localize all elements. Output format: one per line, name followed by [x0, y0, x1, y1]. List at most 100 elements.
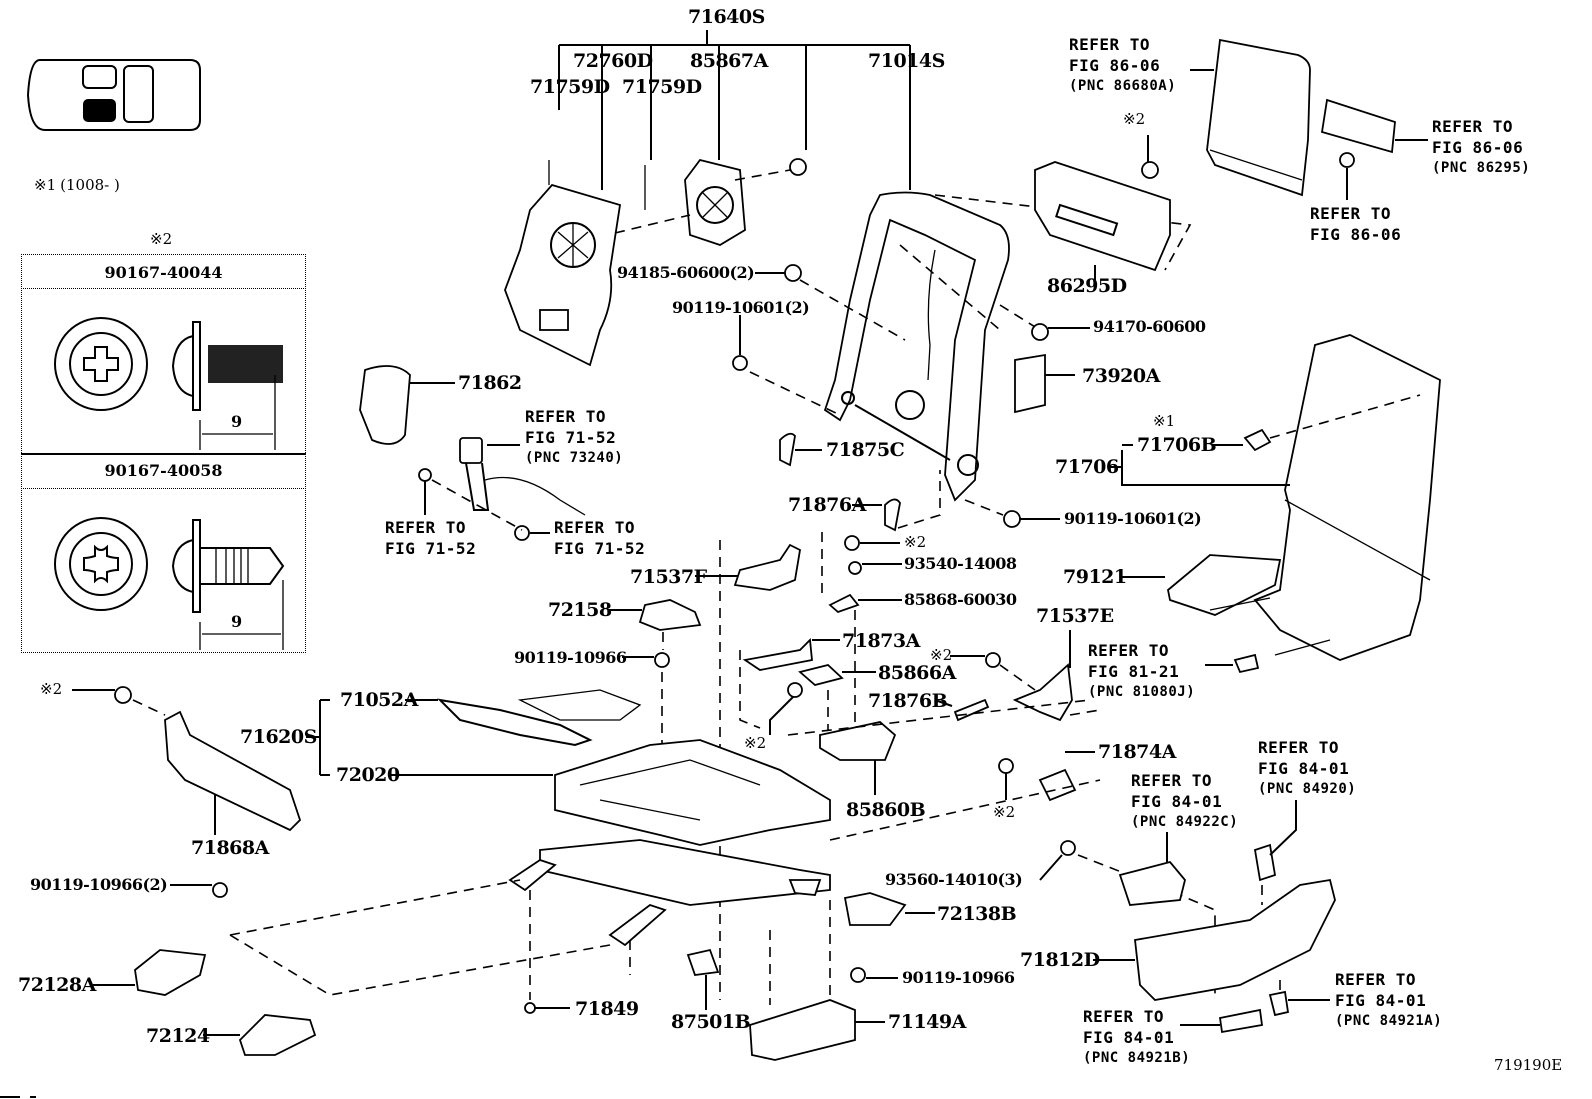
part-label-72760D[interactable]: 72760D	[573, 50, 653, 72]
dashed-guide	[999, 664, 1101, 716]
refer-to-73240[interactable]: REFER TO FIG 71-52 (PNC 73240)	[525, 406, 623, 469]
part-label-71706B[interactable]: 71706B	[1137, 434, 1217, 456]
leader-line	[769, 696, 794, 735]
part-label-85866A[interactable]: 85866A	[878, 662, 956, 684]
part-label-85867A[interactable]: 85867A	[690, 50, 768, 72]
refer-pnc: (PNC 86680A)	[1069, 78, 1177, 94]
refer-to-fig-71-52-right[interactable]: REFER TO FIG 71-52	[554, 517, 645, 559]
part-label-90119-10966-right[interactable]: 90119-10966	[902, 968, 1015, 987]
dashed-guide	[1261, 885, 1281, 995]
refer-to-84921B[interactable]: REFER TO FIG 84-01 (PNC 84921B)	[1083, 1006, 1190, 1069]
part-label-72020[interactable]: 72020	[336, 764, 400, 786]
part-label-71759D-left[interactable]: 71759D	[530, 76, 610, 98]
part-label-93540-14008[interactable]: 93540-14008	[904, 554, 1017, 573]
part-label-72158[interactable]: 72158	[548, 599, 612, 621]
refer-to-81080J[interactable]: REFER TO FIG 81-21 (PNC 81080J)	[1088, 640, 1195, 703]
cover-72128A-drawing	[134, 949, 207, 996]
refer-line2: FIG 84-01	[1083, 1028, 1175, 1047]
part-label-71149A[interactable]: 71149A	[888, 1011, 966, 1033]
refer-pnc: (PNC 81080J)	[1088, 684, 1196, 700]
dashed-guide	[1269, 394, 1421, 439]
side-cover-71868A-drawing	[164, 710, 302, 832]
part-label-86295D[interactable]: 86295D	[1047, 275, 1127, 297]
refer-to-84921A[interactable]: REFER TO FIG 84-01 (PNC 84921A)	[1335, 969, 1442, 1032]
note-mark-71873A: ※2	[930, 646, 953, 664]
refer-pnc: (PNC 84922C)	[1131, 814, 1239, 830]
part-label-71876B[interactable]: 71876B	[868, 690, 948, 712]
plate-86295-drawing	[1320, 98, 1396, 154]
refer-to-84922C[interactable]: REFER TO FIG 84-01 (PNC 84922C)	[1131, 770, 1238, 833]
legend-item-1-part-number: 90167-40044	[104, 263, 223, 282]
screw-drawing	[1141, 161, 1159, 179]
part-label-71014S[interactable]: 71014S	[868, 50, 945, 72]
legend-item-2-length: 9	[231, 612, 242, 631]
refer-to-fig-71-52-left[interactable]: REFER TO FIG 71-52	[385, 517, 476, 559]
part-label-71640S[interactable]: 71640S	[688, 6, 765, 28]
part-label-71849[interactable]: 71849	[575, 998, 639, 1020]
part-label-71537E[interactable]: 71537E	[1036, 605, 1114, 627]
clip-85866A-drawing	[798, 664, 844, 686]
bolt-90119-10966-drawing	[850, 967, 866, 983]
part-label-71873A[interactable]: 71873A	[842, 630, 920, 652]
bracket-71537E-drawing	[1012, 663, 1073, 722]
refer-to-86680A[interactable]: REFER TO FIG 86-06 (PNC 86680A)	[1069, 34, 1176, 97]
legend-header-1	[21, 254, 306, 289]
clip-71849-drawing	[524, 1002, 536, 1014]
screw-drawing	[844, 535, 860, 551]
side-shield-71812D-drawing	[1134, 878, 1336, 1001]
knob-84920-drawing	[1253, 843, 1277, 882]
screw-drawing	[787, 682, 803, 698]
nut-94185-drawing	[784, 264, 802, 282]
refer-line1: REFER TO	[1069, 35, 1151, 54]
sensor-87501B-drawing	[686, 948, 720, 976]
part-label-72128A[interactable]: 72128A	[18, 974, 96, 996]
part-label-72124[interactable]: 72124	[146, 1025, 210, 1047]
part-label-71706[interactable]: 71706	[1055, 456, 1119, 478]
part-label-72138B[interactable]: 72138B	[937, 903, 1017, 925]
part-label-93560-14010[interactable]: 93560-14010(3)	[885, 870, 1023, 889]
part-label-71759D-right[interactable]: 71759D	[622, 76, 702, 98]
bracket-71874A-drawing	[1038, 768, 1077, 802]
part-label-85860B[interactable]: 85860B	[846, 799, 926, 821]
part-label-71862[interactable]: 71862	[458, 372, 522, 394]
part-label-90119-10601-upper[interactable]: 90119-10601(2)	[672, 298, 810, 317]
part-label-90119-10966-2[interactable]: 90119-10966(2)	[30, 875, 168, 894]
part-label-71537F[interactable]: 71537F	[630, 566, 707, 588]
refer-line1: REFER TO	[1335, 970, 1417, 989]
part-label-71876A[interactable]: 71876A	[788, 494, 866, 516]
bracket-71537F-drawing	[733, 543, 801, 591]
part-label-73920A[interactable]: 73920A	[1082, 365, 1160, 387]
part-label-71052A[interactable]: 71052A	[340, 689, 418, 711]
part-label-71875C[interactable]: 71875C	[826, 439, 905, 461]
part-label-94170-60600[interactable]: 94170-60600	[1093, 317, 1206, 336]
bracket-71873A-drawing	[742, 638, 813, 671]
screw-93560-drawing	[1060, 840, 1076, 856]
part-label-85868-60030[interactable]: 85868-60030	[904, 590, 1017, 609]
refer-line1: REFER TO	[554, 518, 636, 537]
part-label-71620S[interactable]: 71620S	[240, 726, 317, 748]
legend-item-1-length: 9	[231, 412, 242, 431]
cover-72158-drawing	[638, 599, 702, 631]
part-label-90119-10966-center[interactable]: 90119-10966	[514, 648, 627, 667]
bolt-drawing	[212, 882, 228, 898]
part-label-71874A[interactable]: 71874A	[1098, 741, 1176, 763]
leader-line	[1190, 69, 1428, 200]
part-label-90119-10601-lower[interactable]: 90119-10601(2)	[1064, 509, 1202, 528]
part-label-79121[interactable]: 79121	[1063, 566, 1127, 588]
part-label-87501B[interactable]: 87501B	[671, 1011, 751, 1033]
part-label-71812D[interactable]: 71812D	[1020, 949, 1100, 971]
refer-to-84920[interactable]: REFER TO FIG 84-01 (PNC 84920)	[1258, 737, 1356, 800]
refer-to-86295[interactable]: REFER TO FIG 86-06 (PNC 86295)	[1432, 116, 1530, 179]
knob-84921B-drawing	[1218, 1008, 1264, 1034]
seat-frame-72020-drawing	[554, 739, 831, 846]
part-label-94185-60600[interactable]: 94185-60600(2)	[617, 263, 755, 282]
panel-86295D-drawing	[1034, 161, 1171, 272]
refer-line2: FIG 84-01	[1335, 991, 1427, 1010]
cover-71876B-drawing	[953, 698, 990, 722]
refer-pnc: (PNC 73240)	[525, 450, 624, 466]
seat-track-drawing	[508, 839, 831, 947]
part-label-71868A[interactable]: 71868A	[191, 837, 269, 859]
nut-drawing	[789, 158, 807, 176]
refer-to-fig-86-06[interactable]: REFER TO FIG 86-06	[1310, 203, 1401, 245]
refer-line2: FIG 81-21	[1088, 662, 1180, 681]
